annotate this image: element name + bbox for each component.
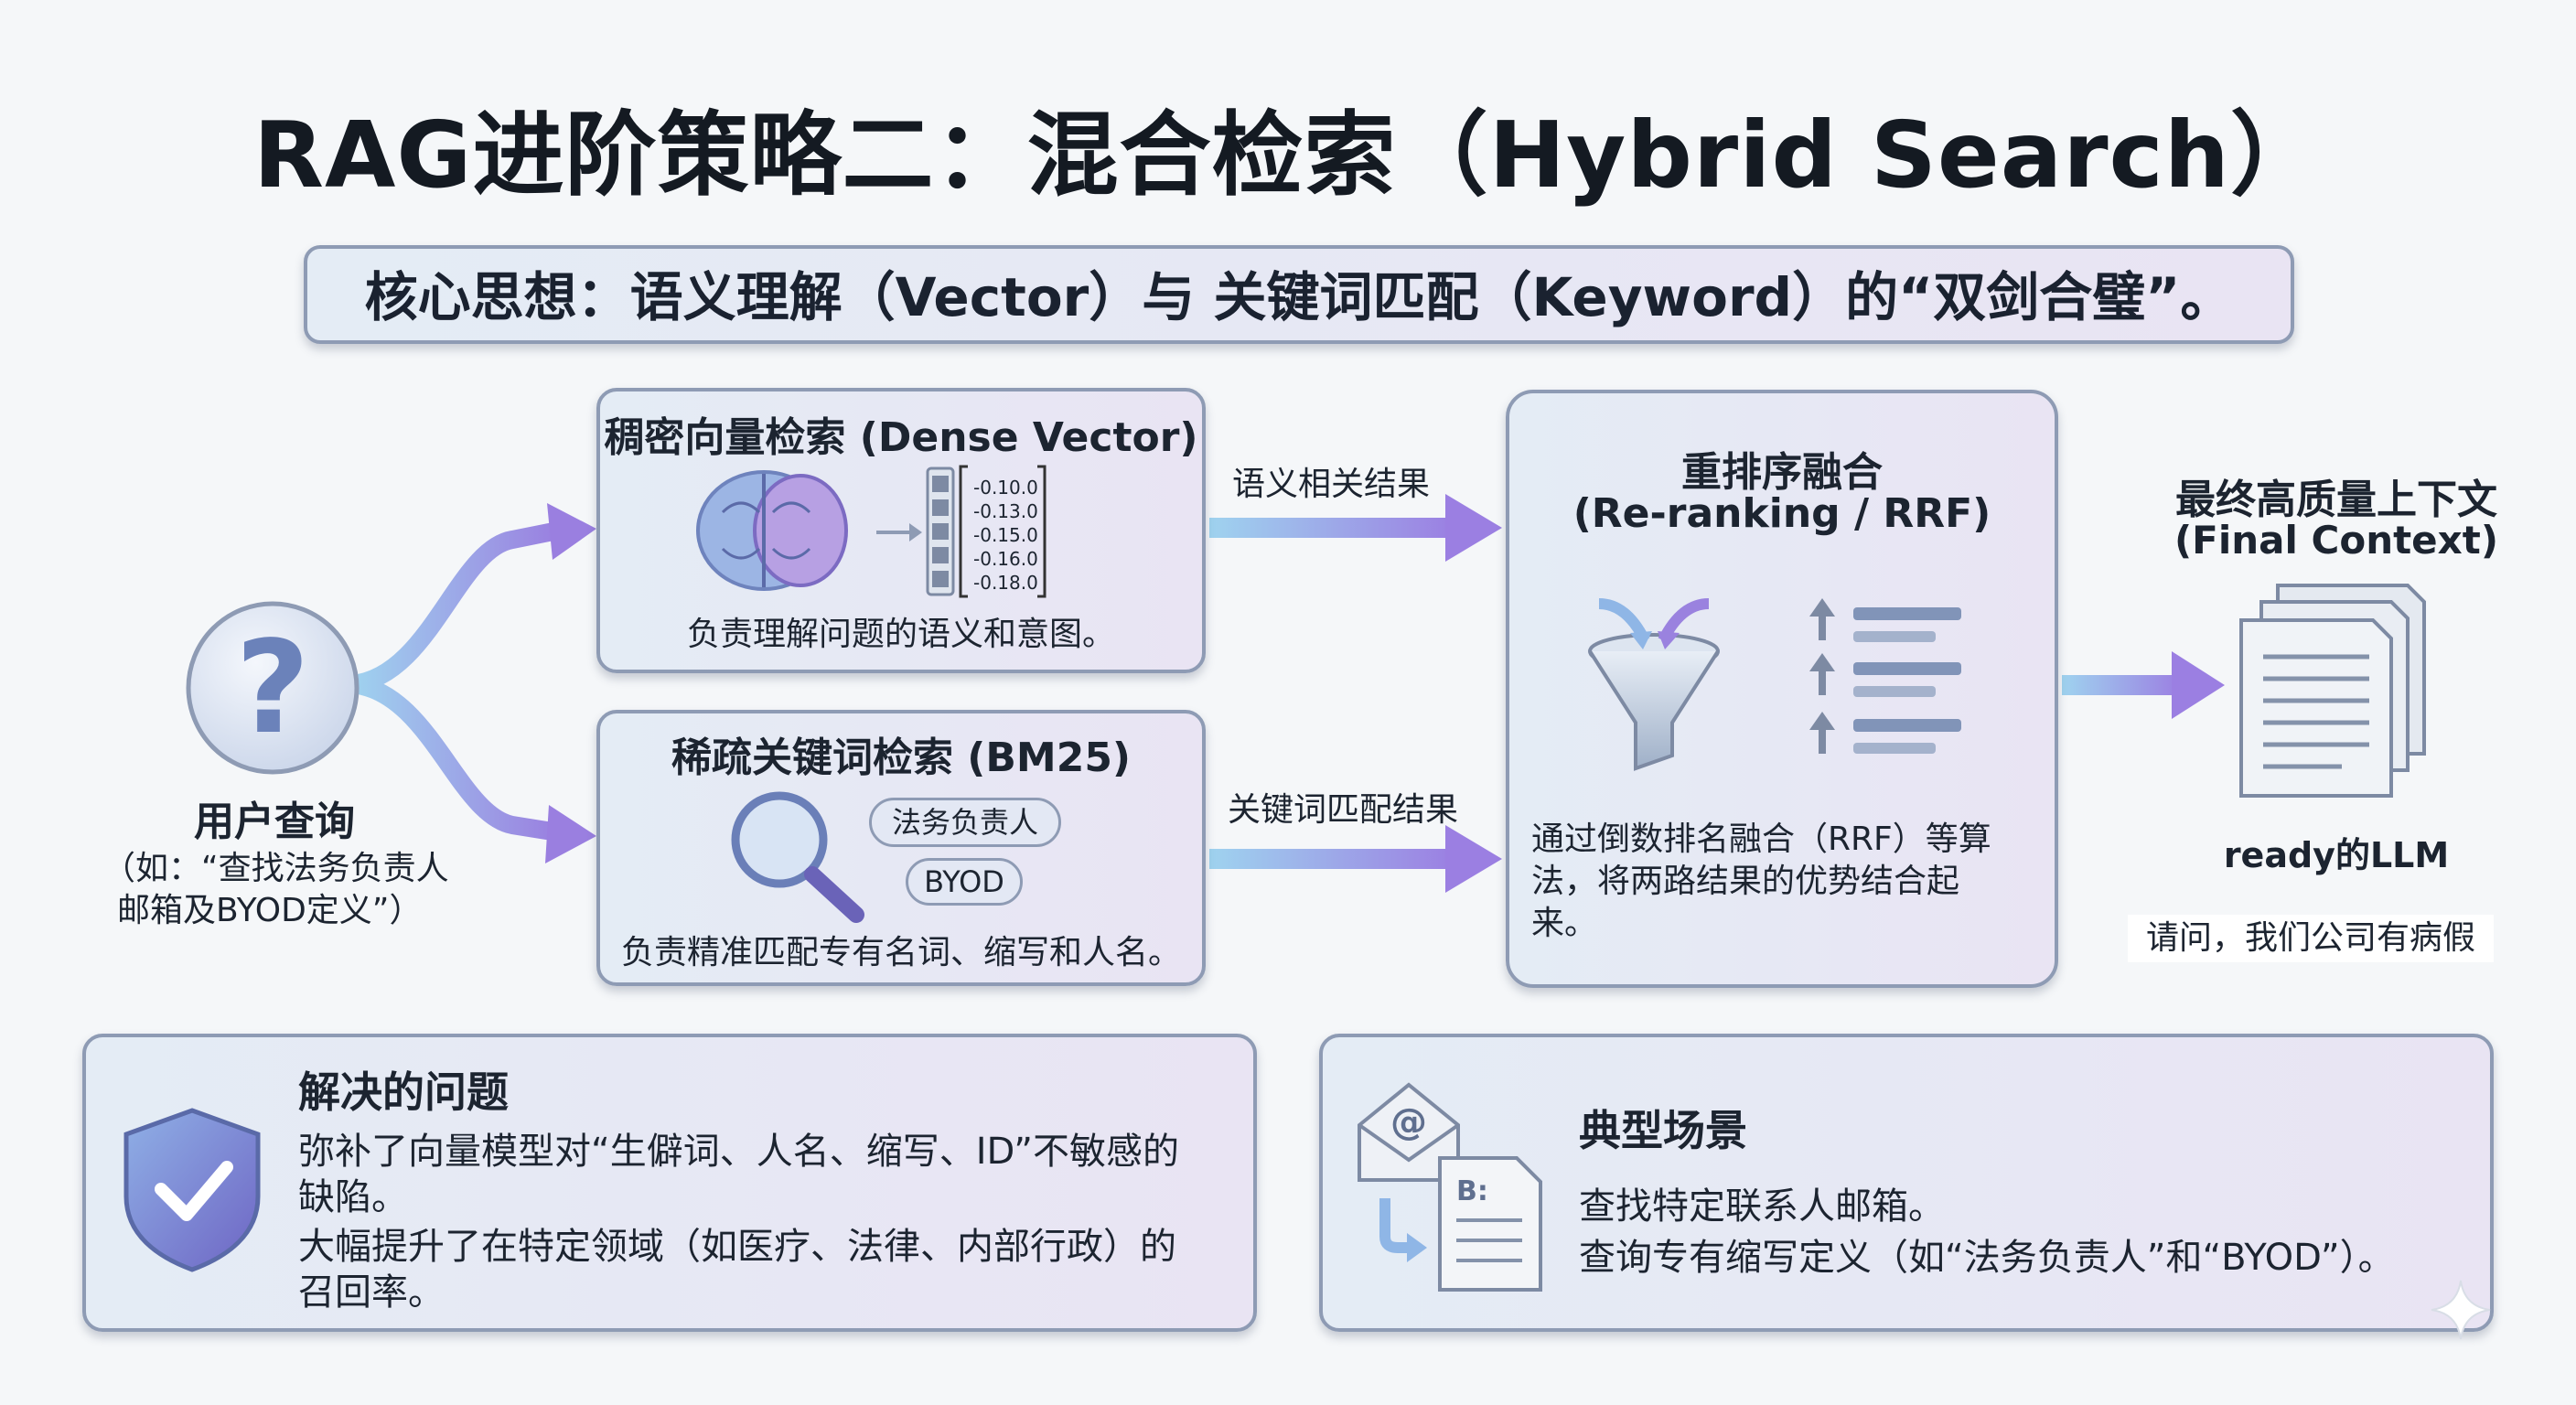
scenario-title: 典型场景 — [1579, 1106, 1747, 1155]
query-label: 用户查询 — [194, 799, 355, 845]
branch-arrow-to-dense — [343, 503, 596, 693]
problems-solved-panel — [82, 1034, 1257, 1332]
vector-value: -0.10.0 — [973, 477, 1038, 499]
branch-arrow-to-sparse — [343, 675, 596, 863]
rerank-desc-line2: 法，将两路结果的优势结合起 — [1531, 863, 1960, 900]
dense-title: 稠密向量检索 (Dense Vector) — [604, 414, 1198, 461]
rerank-desc-line1: 通过倒数排名融合（RRF）等算 — [1531, 820, 1991, 858]
vector-value: -0.16.0 — [973, 548, 1038, 570]
dense-arrow-label: 语义相关结果 — [1231, 466, 1430, 503]
final-title-line2: (Final Context) — [2174, 518, 2499, 563]
keyword-tag: 法务负责人 — [869, 798, 1061, 847]
vector-value: -0.18.0 — [973, 572, 1038, 594]
arrow-rerank-to-final — [2062, 651, 2225, 719]
solve-line3: 大幅提升了在特定领域（如医疗、法律、内部行政）的 — [298, 1226, 1176, 1268]
vector-value: -0.15.0 — [973, 524, 1038, 546]
dense-description: 负责理解问题的语义和意图。 — [686, 616, 1115, 653]
sparse-title: 稀疏关键词检索 (BM25) — [671, 735, 1132, 781]
sparse-keyword-panel — [596, 710, 1206, 986]
scenario-line2: 查询专有缩写定义（如“法务负责人”和“BYOD”）。 — [1579, 1237, 2395, 1279]
arrow-dense-to-rerank — [1209, 494, 1502, 562]
vector-value: -0.13.0 — [973, 500, 1038, 522]
rerank-desc-line3: 来。 — [1531, 905, 1598, 942]
sparse-arrow-label: 关键词匹配结果 — [1227, 791, 1458, 829]
arrow-sparse-to-rerank — [1209, 825, 1502, 893]
rerank-title-line1: 重排序融合 — [1681, 449, 1883, 496]
solve-title: 解决的问题 — [298, 1067, 509, 1117]
rerank-title-line2: (Re-ranking / RRF) — [1572, 490, 1991, 537]
query-example-line1: （如：“查找法务负责人 — [102, 850, 449, 887]
scenario-line1: 查找特定联系人邮箱。 — [1579, 1185, 1945, 1228]
query-example-line2: 邮箱及BYOD定义”） — [117, 892, 423, 929]
keyword-tag: BYOD — [906, 858, 1023, 906]
page-title: RAG进阶策略二：混合检索（Hybrid Search） — [252, 102, 2324, 209]
solve-line1: 弥补了向量模型对“生僻词、人名、缩写、ID”不敏感的 — [298, 1131, 1179, 1173]
final-title-line1: 最终高质量上下文 — [2175, 477, 2497, 523]
ready-llm-label: ready的LLM — [2223, 835, 2450, 875]
sparse-description: 负责精准匹配专有名词、缩写和人名。 — [620, 934, 1181, 971]
core-idea-banner — [304, 245, 2294, 344]
core-idea-text: 核心思想：语义理解（Vector）与 关键词匹配（Keyword）的“双剑合璧”… — [364, 266, 2234, 328]
sample-question: 请问，我们公司有病假 — [2128, 915, 2494, 962]
vector-values: -0.10.0 -0.13.0 -0.15.0 -0.16.0 -0.18.0 — [973, 476, 1038, 595]
solve-line4: 召回率。 — [298, 1271, 445, 1314]
solve-line2: 缺陷。 — [298, 1176, 408, 1218]
